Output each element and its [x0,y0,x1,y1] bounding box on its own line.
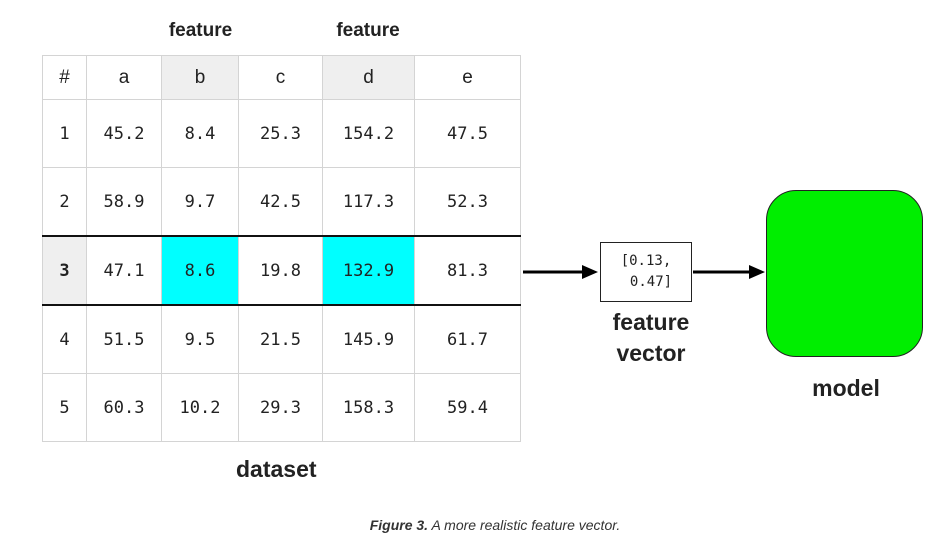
table-cell: 52.3 [414,167,521,237]
row-number: 3 [42,235,87,306]
feature-cell-d: 132.9 [322,235,415,306]
table-row: 5 60.3 10.2 29.3 158.3 59.4 [42,373,521,442]
table-cell: 21.5 [238,304,323,374]
feature-vector-label: feature vector [586,307,716,369]
table-cell: 45.2 [86,99,162,168]
dataset-label: dataset [236,456,317,482]
table-cell: 10.2 [161,373,239,442]
table-cell: 145.9 [322,304,415,374]
table-cell: 58.9 [86,167,162,237]
feature-label-b: feature [168,20,233,41]
feature-vector-label-line-2: vector [616,340,686,366]
feature-vector-box: [0.13, 0.47] [600,242,692,302]
arrow-to-model [693,265,765,279]
table-cell: 117.3 [322,167,415,237]
feature-vector-line-2: 0.47] [629,274,673,290]
header-index: # [42,55,87,100]
table-cell: 8.4 [161,99,239,168]
table-cell: 29.3 [238,373,323,442]
table-cell: 19.8 [238,235,323,306]
figure-caption: Figure 3. A more realistic feature vecto… [0,517,934,533]
table-row: 1 45.2 8.4 25.3 154.2 47.5 [42,99,521,168]
table-cell: 47.5 [414,99,521,168]
caption-text: A more realistic feature vector. [428,517,621,533]
table-header-row: # a b c d e [42,55,521,100]
model-box [766,190,923,357]
header-a: a [86,55,162,100]
table-row: 4 51.5 9.5 21.5 145.9 61.7 [42,304,521,374]
table-cell: 154.2 [322,99,415,168]
feature-cell-b: 8.6 [161,235,239,306]
feature-vector-line-1: [0.13, [620,253,672,269]
table-cell: 61.7 [414,304,521,374]
table-cell: 47.1 [86,235,162,306]
table-cell: 59.4 [414,373,521,442]
table-cell: 42.5 [238,167,323,237]
table-cell: 81.3 [414,235,521,306]
feature-label-d: feature [336,20,400,41]
table-cell: 158.3 [322,373,415,442]
model-label: model [812,375,880,401]
caption-figure-number: Figure 3. [369,517,429,533]
header-c: c [238,55,323,100]
dataset-table: # a b c d e 1 45.2 8.4 25.3 154.2 47.5 2… [42,55,521,442]
table-cell: 51.5 [86,304,162,374]
highlighted-row: 3 47.1 8.6 19.8 132.9 81.3 [42,235,521,306]
table-cell: 25.3 [238,99,323,168]
row-number: 4 [42,304,87,374]
feature-vector-label-line-1: feature [612,309,690,335]
arrow-to-vector [523,265,598,279]
